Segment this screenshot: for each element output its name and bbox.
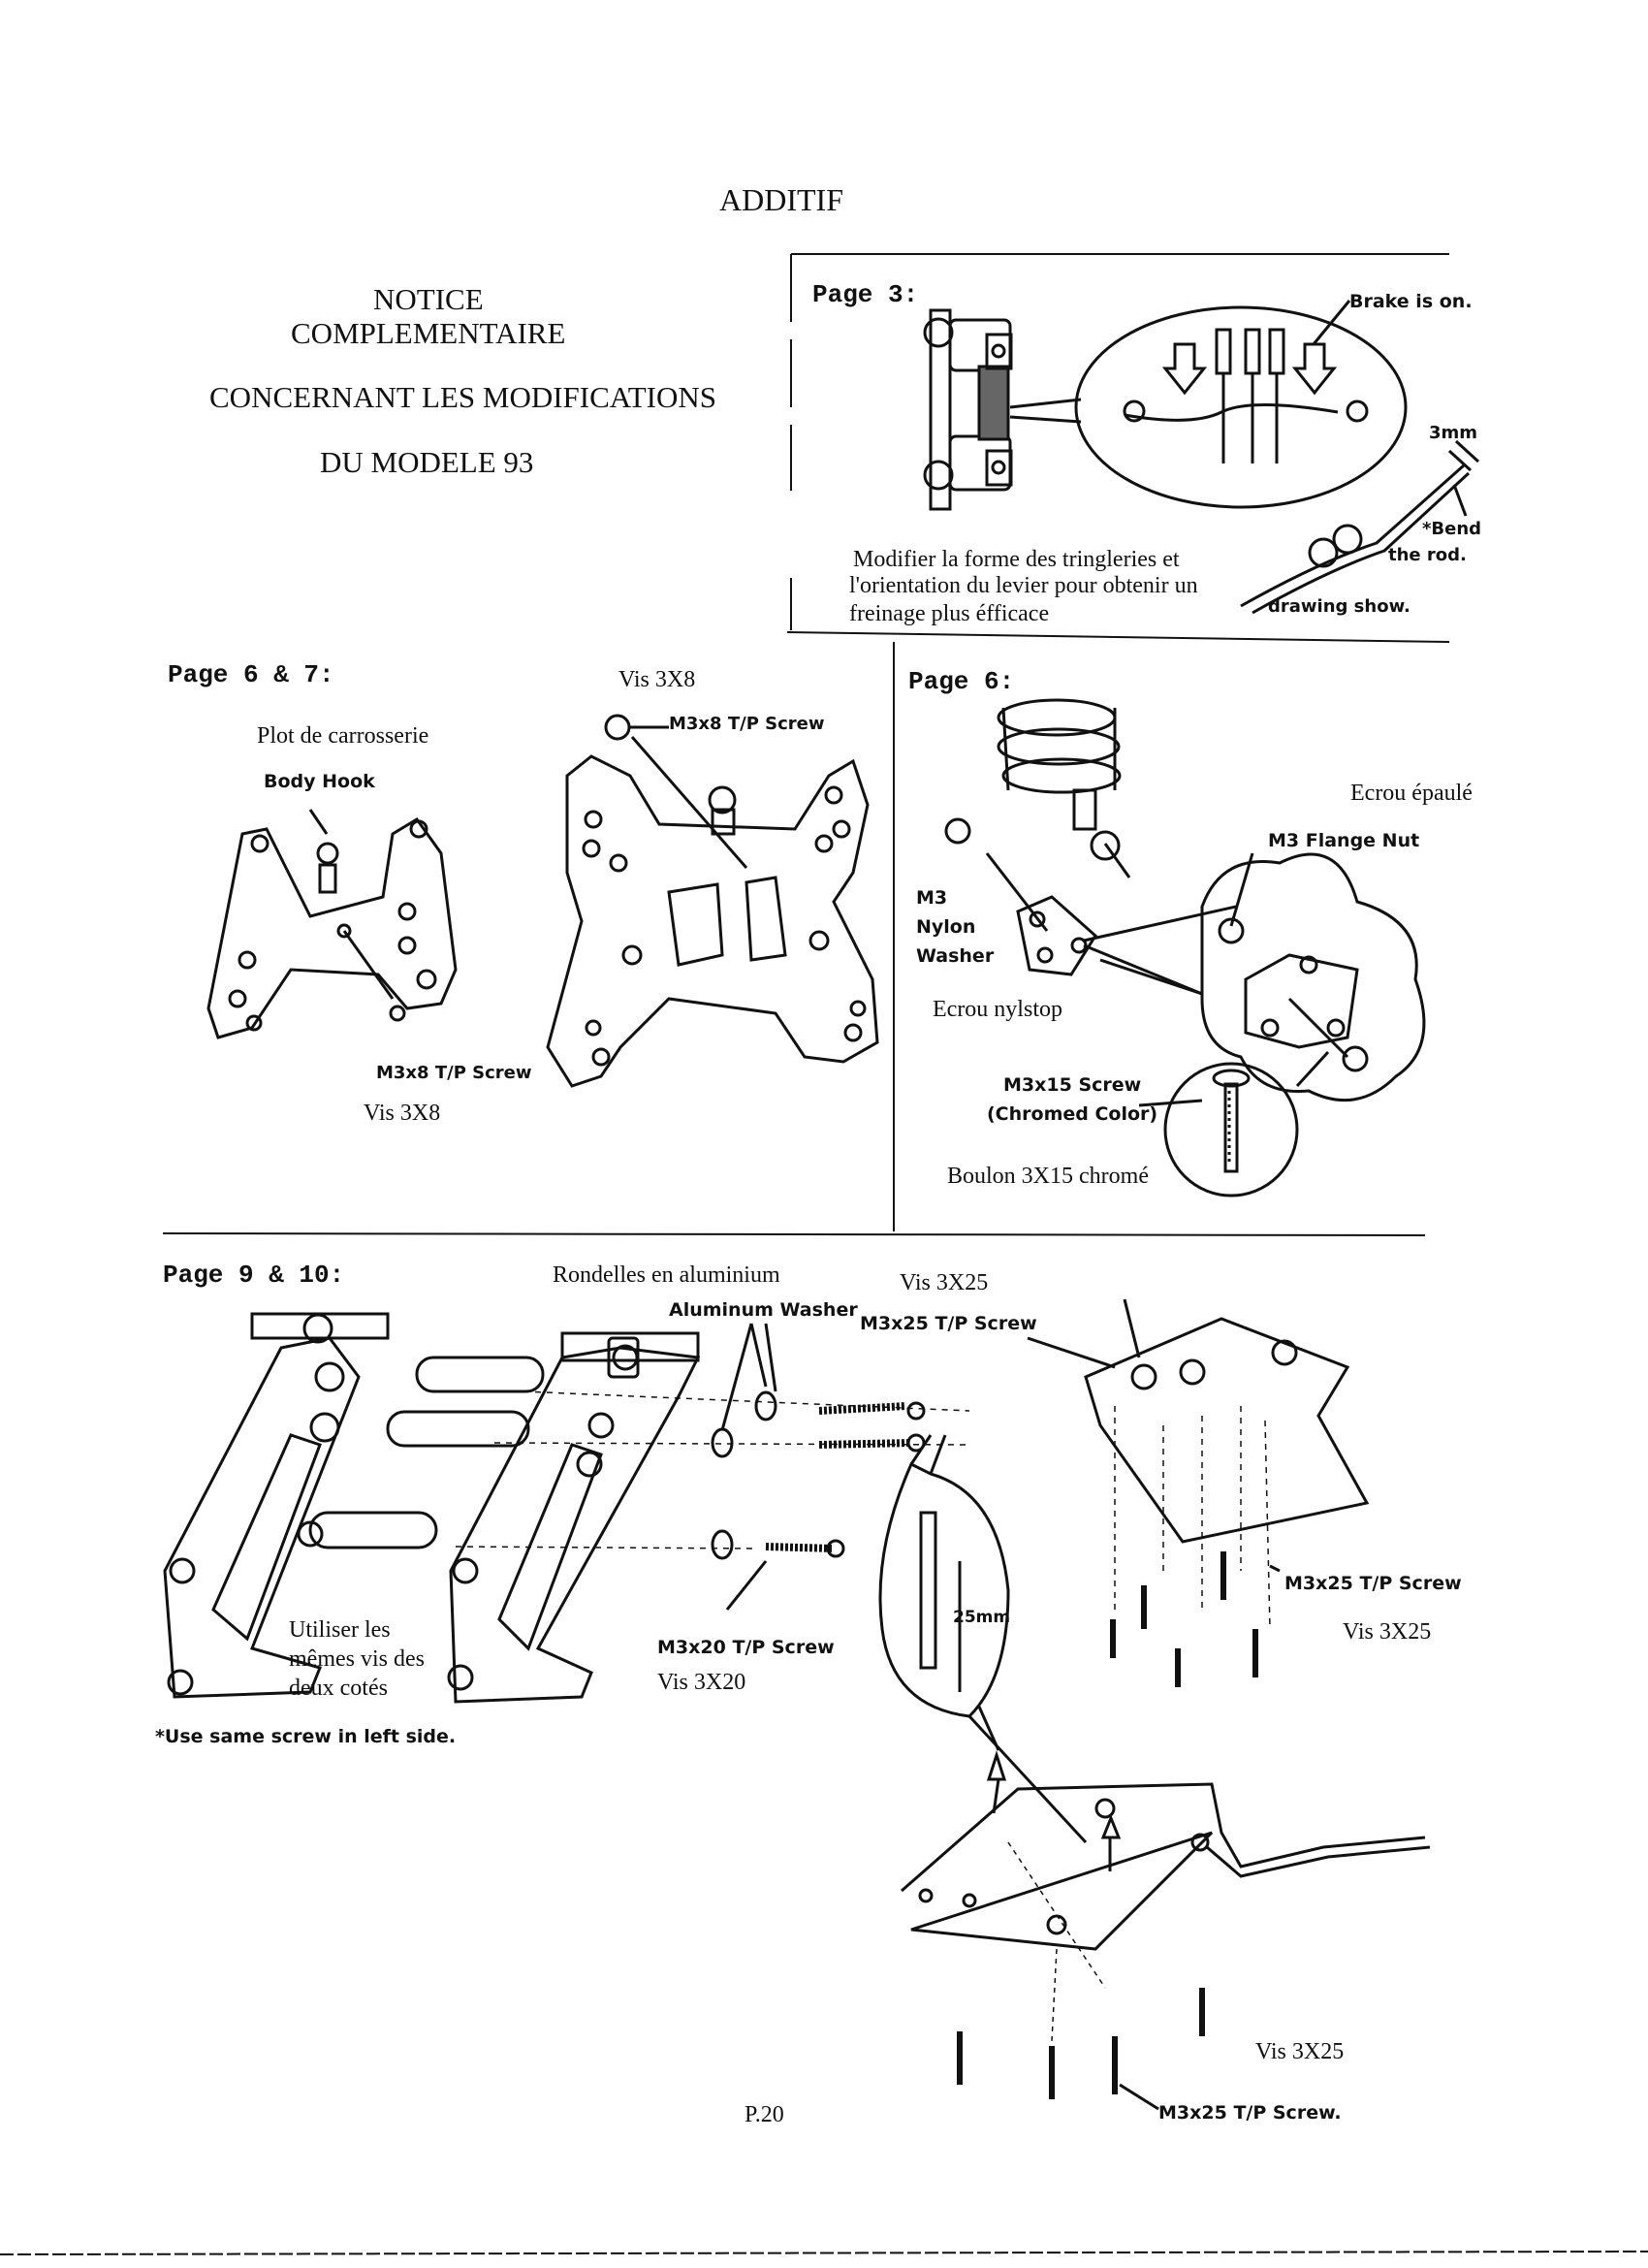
gap-label: 3mm (1429, 423, 1478, 443)
aluminum-washer-label: Aluminum Washer (669, 1299, 858, 1321)
utiliser-1: Utiliser les (289, 1617, 391, 1643)
screw-m3x25-top: M3x25 T/P Screw (860, 1313, 1037, 1334)
plot-de-carrosserie: Plot de carrosserie (257, 723, 429, 749)
body-hook-label: Body Hook (264, 771, 375, 792)
dim-25mm: 25mm (953, 1608, 1011, 1627)
page-title: ADDITIF (719, 182, 843, 217)
screw-m3x20: M3x20 T/P Screw (657, 1637, 835, 1658)
page910-heading: Page 9 & 10: (163, 1261, 345, 1290)
page67-heading: Page 6 & 7: (168, 660, 334, 689)
vis-3x8-bottom: Vis 3X8 (364, 1101, 441, 1126)
utiliser-2: mêmes vis des (289, 1646, 425, 1672)
bend-label-1: *Bend (1422, 519, 1482, 539)
vis-3x8-top: Vis 3X8 (618, 667, 696, 692)
intro-modele: DU MODELE 93 (320, 445, 534, 479)
utiliser-3: deux cotés (289, 1676, 388, 1701)
intro-complementaire: COMPLEMENTAIRE (291, 316, 566, 350)
drawing-label: drawing show. (1268, 596, 1410, 617)
page3-heading: Page 3: (812, 280, 919, 309)
flange-nut-label: M3 Flange Nut (1268, 830, 1420, 851)
m3x15-screw-label: M3x15 Screw (1003, 1074, 1142, 1096)
screw-m3x8-top: M3x8 T/P Screw (669, 714, 825, 734)
nylon-washer-3: Washer (916, 945, 995, 967)
ecrou-nylstop: Ecrou nylstop (933, 997, 1062, 1022)
same-screw-note: *Use same screw in left side. (155, 1726, 457, 1747)
intro-concernant: CONCERNANT LES MODIFICATIONS (209, 380, 717, 414)
vis-3x20: Vis 3X20 (657, 1670, 746, 1695)
page3-note-1: Modifier la forme des tringleries et (853, 547, 1180, 572)
rondelles-label: Rondelles en aluminium (553, 1262, 780, 1288)
page6-heading: Page 6: (908, 667, 1015, 696)
vis-3x25-bottom: Vis 3X25 (1255, 2039, 1345, 2064)
chromed-color-label: (Chromed Color) (987, 1103, 1158, 1125)
ecrou-epaule: Ecrou épaulé (1350, 781, 1473, 806)
intro-notice: NOTICE (373, 282, 484, 316)
page-number: P.20 (745, 2102, 784, 2127)
screw-m3x25-right: M3x25 T/P Screw (1284, 1573, 1462, 1594)
bend-label-2: the rod. (1388, 545, 1467, 565)
vis-3x25-top: Vis 3X25 (900, 1270, 989, 1295)
vis-3x25-right: Vis 3X25 (1343, 1619, 1432, 1645)
nylon-washer-2: Nylon (916, 916, 976, 938)
nylon-washer-1: M3 (916, 887, 948, 909)
brake-label: Brake is on. (1349, 291, 1473, 312)
page3-note-2: l'orientation du levier pour obtenir un (849, 573, 1198, 598)
boulon-3x15: Boulon 3X15 chromé (947, 1164, 1149, 1189)
screw-m3x25-bottom: M3x25 T/P Screw. (1158, 2102, 1342, 2124)
screw-m3x8-bottom: M3x8 T/P Screw (376, 1063, 532, 1083)
page3-note-3: freinage plus éfficace (849, 601, 1050, 626)
